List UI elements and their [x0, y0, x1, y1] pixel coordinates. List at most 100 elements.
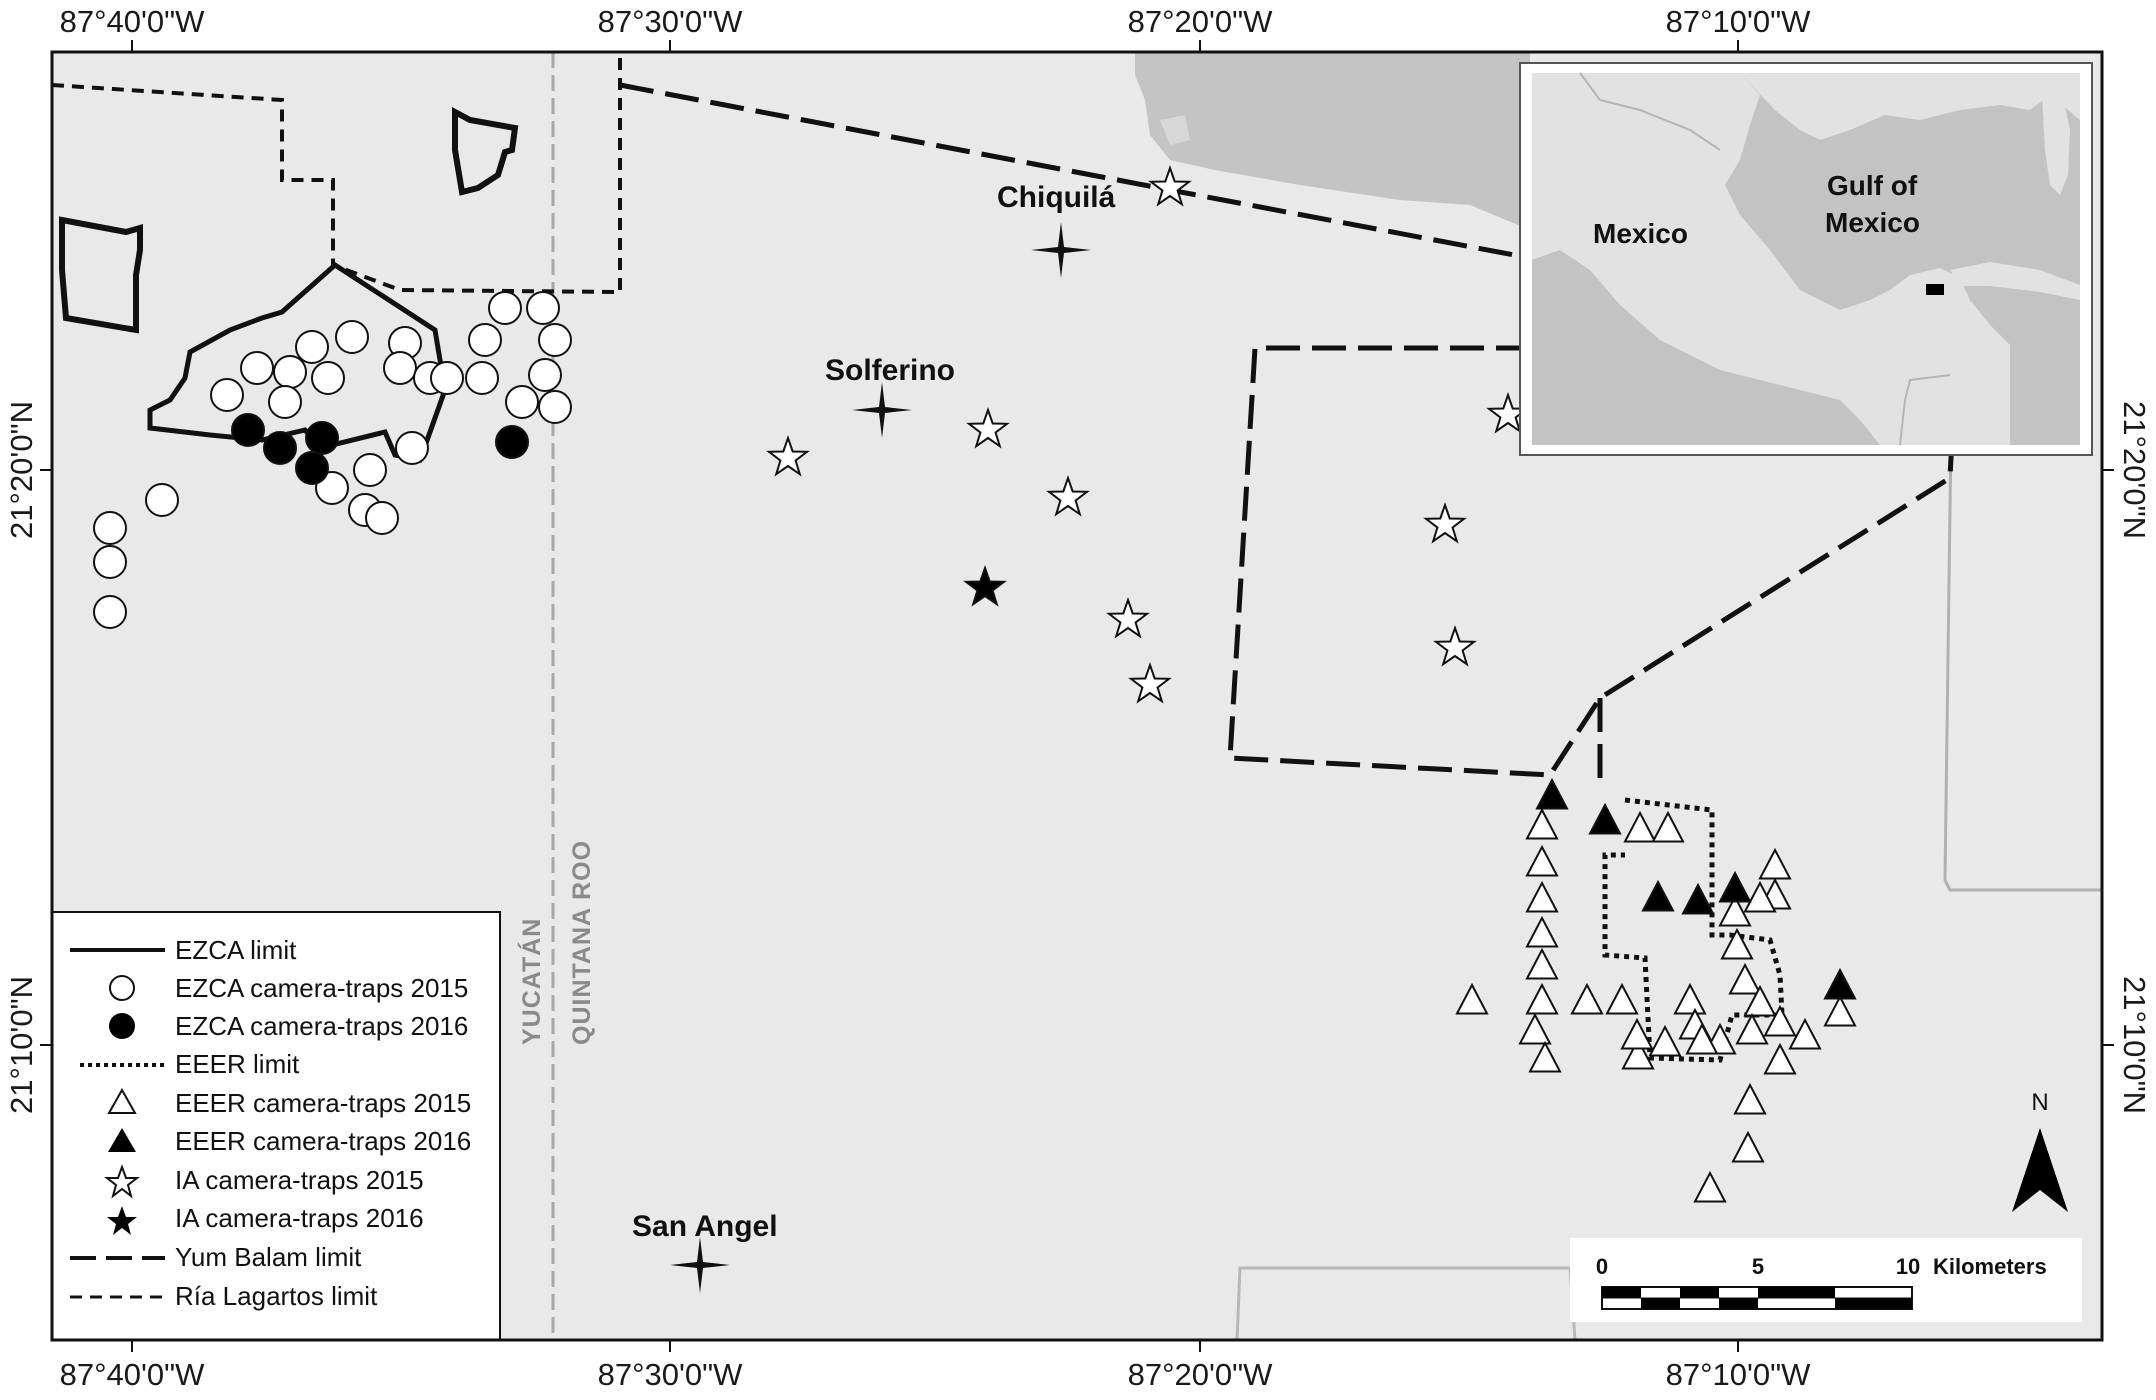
ezca-2015-marker-icon	[383, 351, 417, 385]
lon-label-top-3: 87°10'0"W	[1666, 4, 1812, 39]
place-label-solferino: Solferino	[825, 354, 955, 387]
state-label-yucatan: YUCATÁN	[517, 918, 546, 1045]
legend-label-ezca-limit: EZCA limit	[175, 935, 297, 965]
lat-label-left-1: 21°10'0"N	[4, 976, 39, 1114]
inset-water-pacific	[1532, 250, 1880, 445]
inset-label-mexico: Mexico	[1593, 218, 1688, 249]
eeer-2015-marker-icon	[1693, 1170, 1727, 1203]
ia-2015-marker-icon	[1433, 624, 1477, 667]
ezca-2016-marker-icon	[263, 431, 297, 465]
town-marker-san-angel-icon	[670, 1237, 730, 1293]
eeer-2015-marker-icon	[1570, 982, 1604, 1015]
inset-land-cuba	[1950, 262, 2080, 300]
scale-label-0: 0	[1596, 1254, 1608, 1279]
ezca-2015-marker-icon	[273, 355, 307, 389]
legend-label-eeer-2015: EEER camera-traps 2015	[175, 1088, 471, 1118]
lon-label-bottom-2: 87°20'0"W	[1128, 1357, 1274, 1392]
ezca-2015-marker-icon	[468, 323, 502, 357]
legend-label-yum-balam-limit: Yum Balam limit	[175, 1242, 362, 1272]
legend-label-ezca-2016: EZCA camera-traps 2016	[175, 1011, 468, 1041]
eeer-2015-marker-icon	[1605, 982, 1639, 1015]
scale-label-unit: Kilometers	[1933, 1254, 2047, 1279]
eeer-2015-marker-icon	[1525, 880, 1559, 913]
lon-label-bottom-0: 87°40'0"W	[60, 1357, 206, 1392]
ezca-2015-marker-icon	[145, 483, 179, 517]
place-label-chiquila: Chiquilá	[997, 181, 1116, 214]
ia-2015-marker-icon	[1148, 164, 1192, 207]
ezca-2015-marker-icon	[295, 330, 329, 364]
inset-border-guatemala	[1899, 374, 1951, 446]
scale-label-5: 5	[1752, 1254, 1764, 1279]
lat-label-left-0: 21°20'0"N	[4, 401, 39, 539]
eeer-2015-marker-icon	[1728, 962, 1762, 995]
eeer-2015-marker-icon	[1648, 1024, 1682, 1057]
ezca-2015-marker-icon	[488, 291, 522, 325]
eeer-camera-traps-2015-group	[1455, 807, 1857, 1203]
lon-label-bottom-3: 87°10'0"W	[1666, 1357, 1812, 1392]
ia-2015-marker-icon	[1128, 661, 1172, 704]
ia-camera-traps-2016-group	[963, 564, 1007, 607]
legend-label-ia-2016: IA camera-traps 2016	[175, 1203, 424, 1233]
eeer-2015-marker-icon	[1525, 915, 1559, 948]
eeer-2015-marker-icon	[1763, 1004, 1797, 1037]
legend-label-ia-2015: IA camera-traps 2015	[175, 1165, 424, 1195]
eeer-2015-marker-icon	[1528, 1040, 1562, 1073]
ezca-camera-traps-2016-group	[231, 413, 529, 485]
ezca-camera-traps-2015-group	[93, 291, 572, 629]
ezca-2016-marker-icon	[495, 425, 529, 459]
ezca-2015-marker-icon	[240, 351, 274, 385]
place-label-san-angel: San Angel	[632, 1210, 778, 1243]
eeer-2016-marker-icon	[1641, 879, 1675, 912]
ezca-2015-marker-icon	[395, 431, 429, 465]
legend-label-eeer-2016: EEER camera-traps 2016	[175, 1126, 471, 1156]
ezca-2015-marker-icon	[353, 453, 387, 487]
legend-label-ria-lagartos-limit: Ría Lagartos limit	[175, 1281, 378, 1311]
eeer-2015-marker-icon	[1525, 947, 1559, 980]
eeer-2015-marker-icon	[1823, 994, 1857, 1027]
eeer-2015-marker-icon	[1718, 894, 1752, 927]
legend-symbol-ia-2016-icon	[107, 1206, 137, 1235]
ia-2015-marker-icon	[766, 434, 810, 477]
north-arrow-label: N	[2031, 1089, 2048, 1116]
inset-land-florida	[2042, 92, 2070, 195]
ezca-2015-marker-icon	[505, 385, 539, 419]
inset-border-us-mexico	[1579, 72, 1721, 151]
eeer-2015-marker-icon	[1525, 844, 1559, 877]
ezca-2015-marker-icon	[210, 378, 244, 412]
town-marker-solferino-icon	[852, 382, 912, 438]
ezca-2015-marker-icon	[93, 511, 127, 545]
eeer-2015-marker-icon	[1720, 927, 1754, 960]
eeer-2016-marker-icon	[1823, 967, 1857, 1000]
ezca-2015-marker-icon	[268, 385, 302, 419]
inset-land-usa	[1740, 73, 2080, 140]
lon-label-top-0: 87°40'0"W	[60, 4, 206, 39]
legend-label-eeer-limit: EEER limit	[175, 1049, 300, 1079]
scale-bar: 0 5 10 Kilometers	[1570, 1238, 2082, 1322]
ezca-2015-marker-icon	[526, 291, 560, 325]
ezca-polygon-west	[59, 216, 143, 334]
ia-2015-marker-icon	[966, 406, 1010, 449]
eeer-2015-marker-icon	[1733, 1082, 1767, 1115]
ia-2016-marker-icon	[963, 564, 1007, 607]
ia-2015-marker-icon	[1046, 474, 1090, 517]
legend-symbol-eeer-2016-icon	[108, 1128, 136, 1152]
ezca-2015-marker-icon	[365, 501, 399, 535]
ezca-2015-marker-icon	[538, 390, 572, 424]
lat-label-right-1: 21°10'0"N	[2117, 976, 2152, 1114]
eeer-2015-marker-icon	[1788, 1017, 1822, 1050]
ezca-2015-marker-icon	[465, 361, 499, 395]
eeer-2015-marker-icon	[1731, 1130, 1765, 1163]
water-inlet-top-left	[1160, 115, 1190, 145]
eeer-2015-marker-icon	[1673, 982, 1707, 1015]
eeer-2016-marker-icon	[1718, 870, 1752, 903]
eeer-2016-marker-icon	[1588, 802, 1622, 835]
eeer-2015-marker-icon	[1620, 1017, 1654, 1050]
ezca-2016-marker-icon	[295, 451, 329, 485]
legend-label-ezca-2015: EZCA camera-traps 2015	[175, 973, 468, 1003]
eeer-2015-marker-icon	[1735, 1012, 1769, 1045]
eeer-camera-traps-2016-group	[1535, 777, 1857, 1000]
legend-symbol-ia-2015-icon	[104, 1164, 140, 1199]
inset-study-area-marker	[1926, 284, 1944, 295]
state-label-quintana-roo: QUINTANA ROO	[568, 840, 596, 1045]
